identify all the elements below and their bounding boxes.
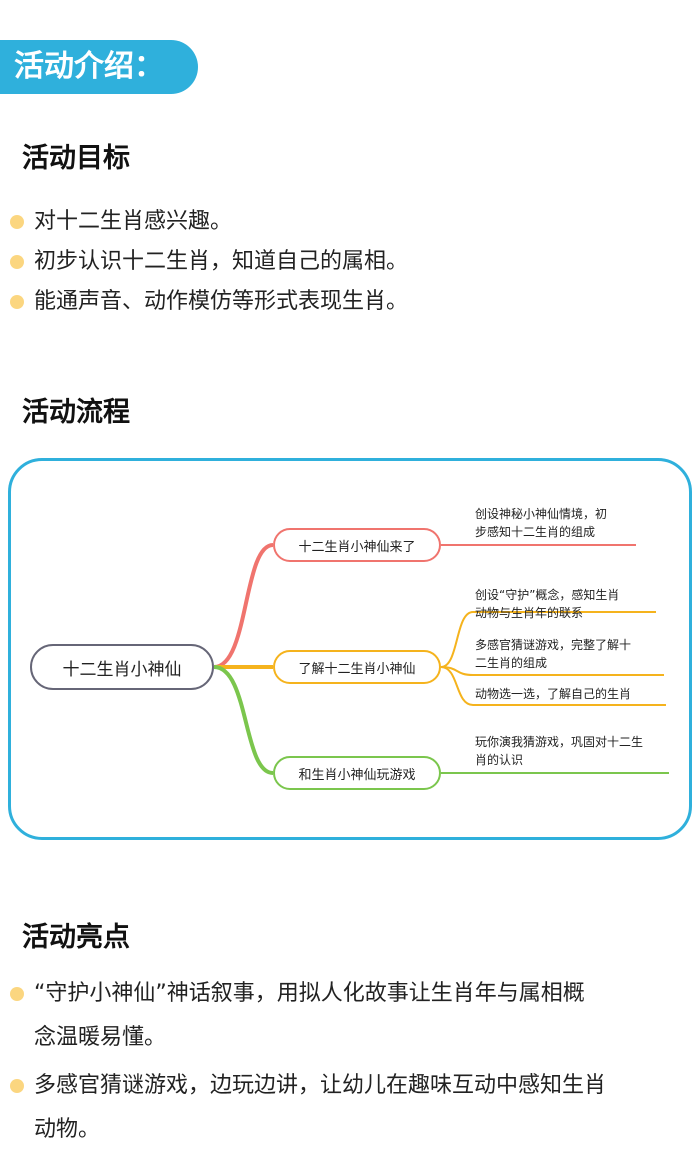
list-item: 初步认识十二生肖，知道自己的属相。: [8, 242, 408, 282]
goals-heading: 活动目标: [8, 136, 160, 181]
process-heading-text: 活动流程: [22, 397, 130, 428]
highlights-heading-text: 活动亮点: [22, 922, 130, 953]
highlights-heading: 活动亮点: [8, 915, 160, 960]
branch-connector-1: [213, 543, 274, 669]
branch-node: 和生肖小神仙玩游戏: [273, 756, 441, 790]
bullet-dot: [10, 987, 24, 1001]
bullet-dot: [10, 215, 24, 229]
banner-title: 活动介绍：: [14, 49, 164, 84]
mindmap-connectors: [213, 543, 669, 775]
bullet-dot: [10, 295, 24, 309]
section-banner: 活动介绍：: [0, 40, 198, 94]
leaf-connector: [440, 611, 474, 668]
branch-node: 了解十二生肖小神仙: [273, 650, 441, 684]
bullet-dot: [10, 1079, 24, 1093]
leaf-node: 多感官猜谜游戏，完整了解十 二生肖的组成: [475, 638, 632, 670]
list-item: 多感官猜谜游戏，边玩边讲，让幼儿在趣味互动中感知生肖 动物。: [8, 1064, 698, 1152]
goals-heading-text: 活动目标: [22, 143, 130, 174]
mindmap-panel: 十二生肖小神仙 十二生肖小神仙来了 了解十二生肖小神仙 和生肖小神仙玩游戏 创设…: [8, 458, 692, 840]
leaf-node: 创设“守护”概念，感知生肖 动物与生肖年的联系: [475, 588, 620, 620]
bullet-dot: [10, 255, 24, 269]
list-item: “守护小神仙”神话叙事，用拟人化故事让生肖年与属相概 念温暖易懂。: [8, 972, 698, 1060]
list-item: 能通声音、动作模仿等形式表现生肖。: [8, 282, 408, 322]
leaf-connector: [440, 666, 474, 706]
branch-node: 十二生肖小神仙来了: [273, 528, 441, 562]
leaf-node: 玩你演我猜游戏，巩固对十二生 肖的认识: [475, 735, 644, 767]
leaf-node: 动物选一选，了解自己的生肖: [475, 687, 632, 701]
highlights-list: “守护小神仙”神话叙事，用拟人化故事让生肖年与属相概 念温暖易懂。 多感官猜谜游…: [8, 972, 698, 1156]
leaf-node: 创设神秘小神仙情境，初 步感知十二生肖的组成: [475, 507, 608, 539]
list-item: 对十二生肖感兴趣。: [8, 202, 408, 242]
process-heading: 活动流程: [8, 390, 160, 435]
goals-list: 对十二生肖感兴趣。 初步认识十二生肖，知道自己的属相。 能通声音、动作模仿等形式…: [8, 202, 408, 322]
branch-connector-3: [213, 665, 274, 775]
mindmap-root: 十二生肖小神仙: [30, 644, 214, 690]
